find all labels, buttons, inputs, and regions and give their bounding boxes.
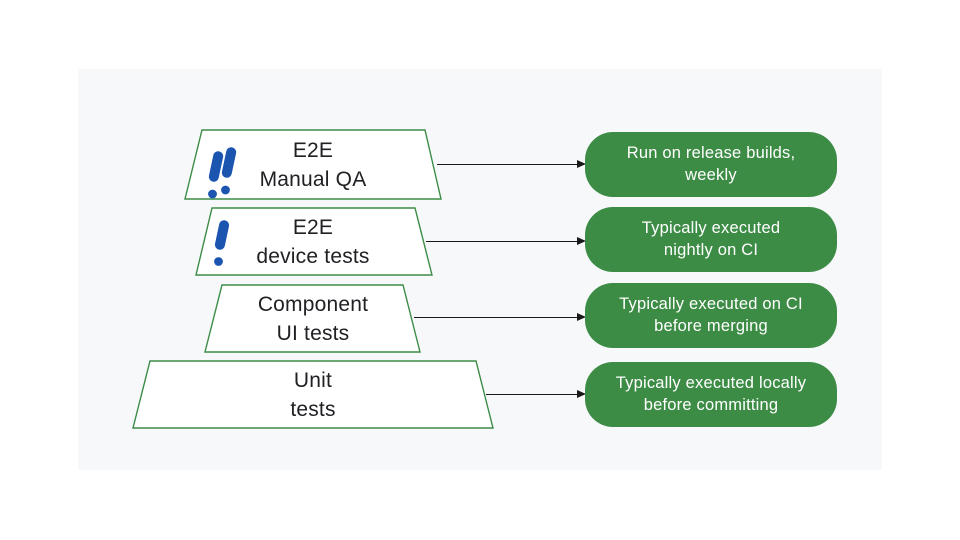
arrowhead-icon [577, 390, 586, 399]
level-label-unit-tests: Unit tests [193, 361, 433, 428]
arrowhead-icon [577, 160, 586, 169]
trapezoid-unit-tests [132, 360, 494, 429]
single-exclamation-icon [214, 220, 230, 266]
double-exclamation-icon [208, 147, 237, 199]
annotation-pill-release-builds: Run on release builds, weekly [585, 132, 837, 197]
annotation-line1: Typically executed [641, 219, 781, 237]
annotation-line2: before committing [643, 395, 779, 414]
level-label-e2e-manual-qa: E2E Manual QA [193, 130, 433, 199]
annotation-pill-ci-before-merging: Typically executed on CI before merging [585, 283, 837, 348]
annotation-line2: weekly [685, 165, 737, 184]
trapezoid-e2e-device-tests [195, 207, 433, 276]
arrow-e2e-device-tests [426, 237, 586, 246]
arrow-component-ui-tests [414, 313, 586, 322]
annotation-line1: Typically executed locally [615, 374, 807, 392]
level-label-line1: E2E [292, 138, 334, 162]
level-label-line1: E2E [292, 215, 334, 239]
trapezoid-e2e-manual-qa [184, 129, 442, 200]
level-label-line1: Unit [293, 368, 333, 392]
annotation-line2: before merging [654, 316, 768, 335]
level-label-line2: tests [290, 397, 336, 421]
level-label-component-ui-tests: Component UI tests [193, 285, 433, 352]
level-label-line2: UI tests [276, 321, 350, 345]
arrowhead-icon [577, 237, 586, 246]
level-label-e2e-device-tests: E2E device tests [193, 208, 433, 275]
trapezoid-component-ui-tests [204, 284, 421, 353]
level-label-line1: Component [257, 292, 369, 316]
annotation-pill-nightly-ci: Typically executed nightly on CI [585, 207, 837, 272]
level-label-line2: device tests [256, 244, 370, 268]
annotation-line1: Run on release builds, [626, 144, 796, 162]
annotation-pill-locally-before-committing: Typically executed locally before commit… [585, 362, 837, 427]
annotation-line1: Typically executed on CI [619, 295, 803, 313]
arrow-unit-tests [486, 390, 586, 399]
arrow-e2e-manual-qa [437, 160, 586, 169]
annotation-line2: nightly on CI [663, 240, 759, 259]
level-label-line2: Manual QA [259, 167, 367, 191]
arrowhead-icon [577, 313, 586, 322]
